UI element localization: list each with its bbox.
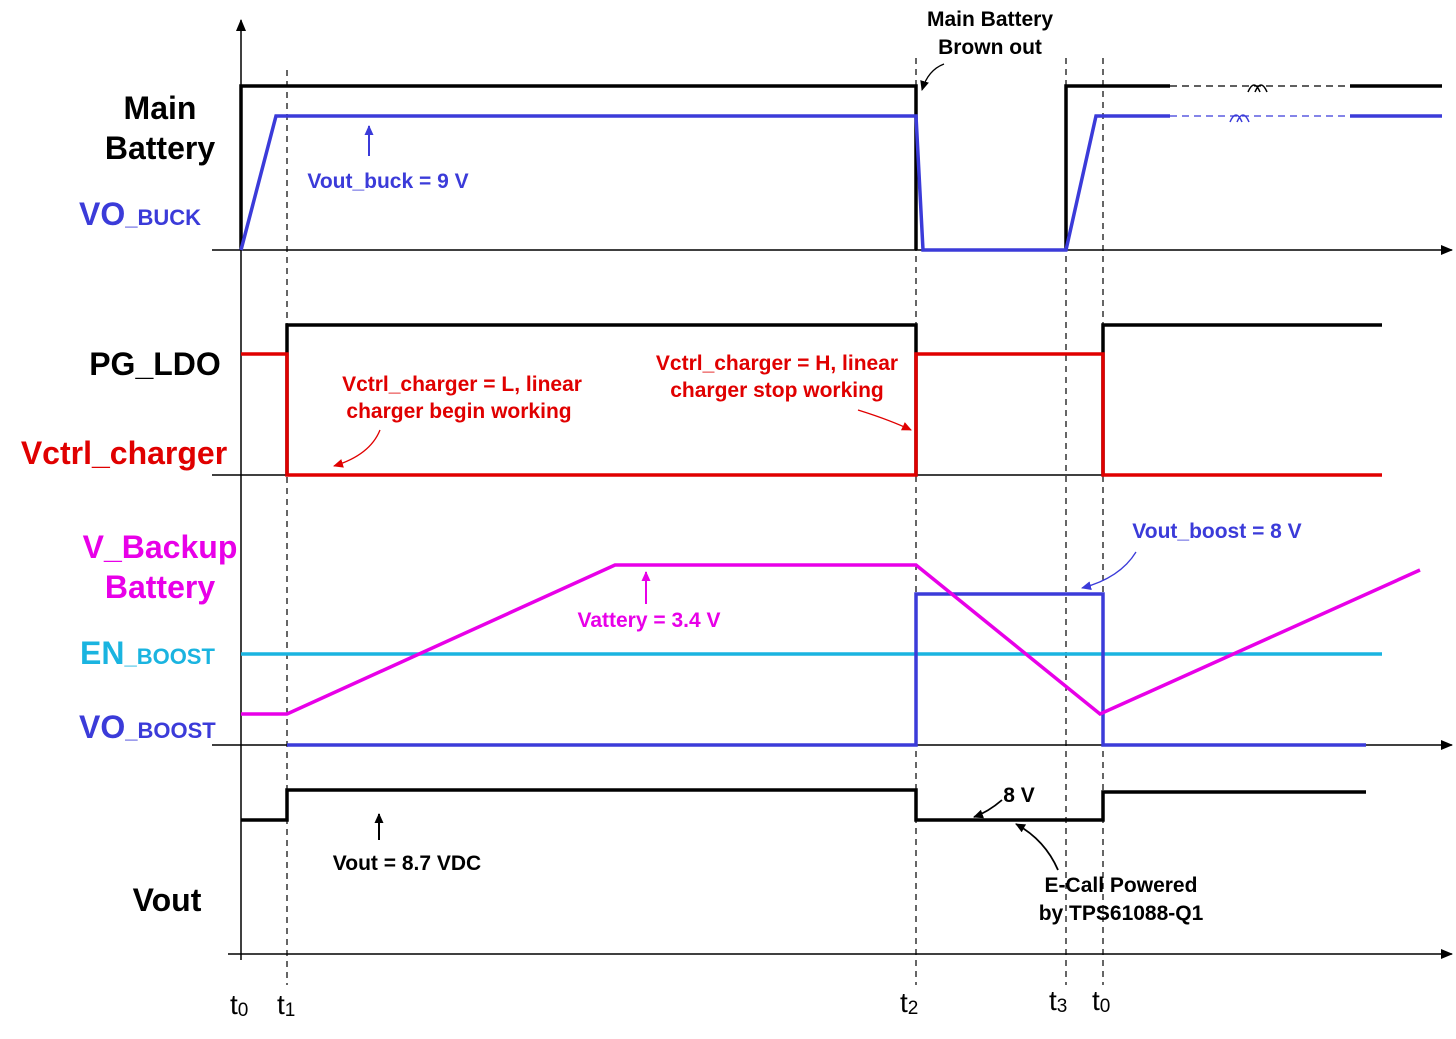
eight-v-text: 8 V (1003, 784, 1035, 807)
charger-begin-text-line2: charger begin working (346, 400, 571, 423)
vctrl-charger-waveform (241, 352, 1382, 477)
time-label-t2: t2 (900, 987, 918, 1019)
charger-begin-arrow-icon (333, 429, 381, 468)
vout-waveform (241, 788, 1366, 822)
vout-boost-text: Vout_boost = 8 V (1132, 520, 1301, 543)
pg-ldo-label: PG_LDO (89, 346, 221, 382)
vattery-text: Vattery = 3.4 V (577, 609, 720, 632)
time-label-t3: t3 (1049, 985, 1067, 1017)
vout-dc-text: Vout = 8.7 VDC (333, 852, 481, 875)
time-marker-lines (286, 58, 1104, 985)
charger-stop-arrow-icon (857, 409, 912, 431)
charger-stop-text-line2: charger stop working (670, 379, 884, 402)
time-label-t0-repeat: t0 (1092, 985, 1110, 1017)
brownout-text-line1: Main Battery (927, 8, 1053, 31)
ecall-text-line1: E-Call Powered (1045, 874, 1198, 897)
charger-stop-text-line1: Vctrl_charger = H, linear (656, 352, 898, 375)
ecall-text-line2: by TPS61088-Q1 (1039, 902, 1204, 925)
time-tick-labels: t0 t1 t2 t3 t0 (230, 985, 1110, 1021)
annotation-texts: Main Battery Brown out Vout_buck = 9 V V… (307, 8, 1301, 925)
main-battery-label-line1: Main (124, 90, 197, 126)
main-battery-label-line2: Battery (105, 130, 215, 166)
en-boost-label: EN_BOOST (80, 635, 215, 671)
signal-labels: Main Battery VO_BUCK PG_LDO Vctrl_charge… (21, 90, 238, 918)
brownout-text-line2: Brown out (938, 36, 1042, 59)
break-symbol-icon (1229, 114, 1250, 123)
vo-boost-waveform (287, 592, 1366, 747)
vo-boost-label: VO_BOOST (79, 709, 216, 745)
v-backup-label-line1: V_Backup (83, 529, 238, 565)
vout-label: Vout (133, 882, 202, 918)
ecall-arrow-icon (1015, 823, 1059, 871)
vout-boost-arrow-icon (1081, 551, 1137, 591)
charger-begin-text-line1: Vctrl_charger = L, linear (342, 373, 582, 396)
v-backup-waveform (241, 563, 1421, 717)
time-label-t0: t0 (230, 989, 248, 1021)
vout-buck-text: Vout_buck = 9 V (307, 170, 468, 193)
vo-buck-waveform (239, 114, 1442, 252)
break-symbol-icon (1247, 84, 1268, 93)
brownout-arrow-icon (920, 63, 945, 91)
annotation-arrows (333, 63, 1137, 871)
vctrl-charger-label: Vctrl_charger (21, 435, 227, 471)
vo-buck-label: VO_BUCK (79, 196, 201, 232)
axes (212, 19, 1453, 960)
v-backup-label-line2: Battery (105, 569, 215, 605)
main-battery-waveform (239, 84, 1442, 250)
eight-v-arrow-icon (973, 799, 1003, 819)
time-label-t1: t1 (277, 989, 295, 1021)
